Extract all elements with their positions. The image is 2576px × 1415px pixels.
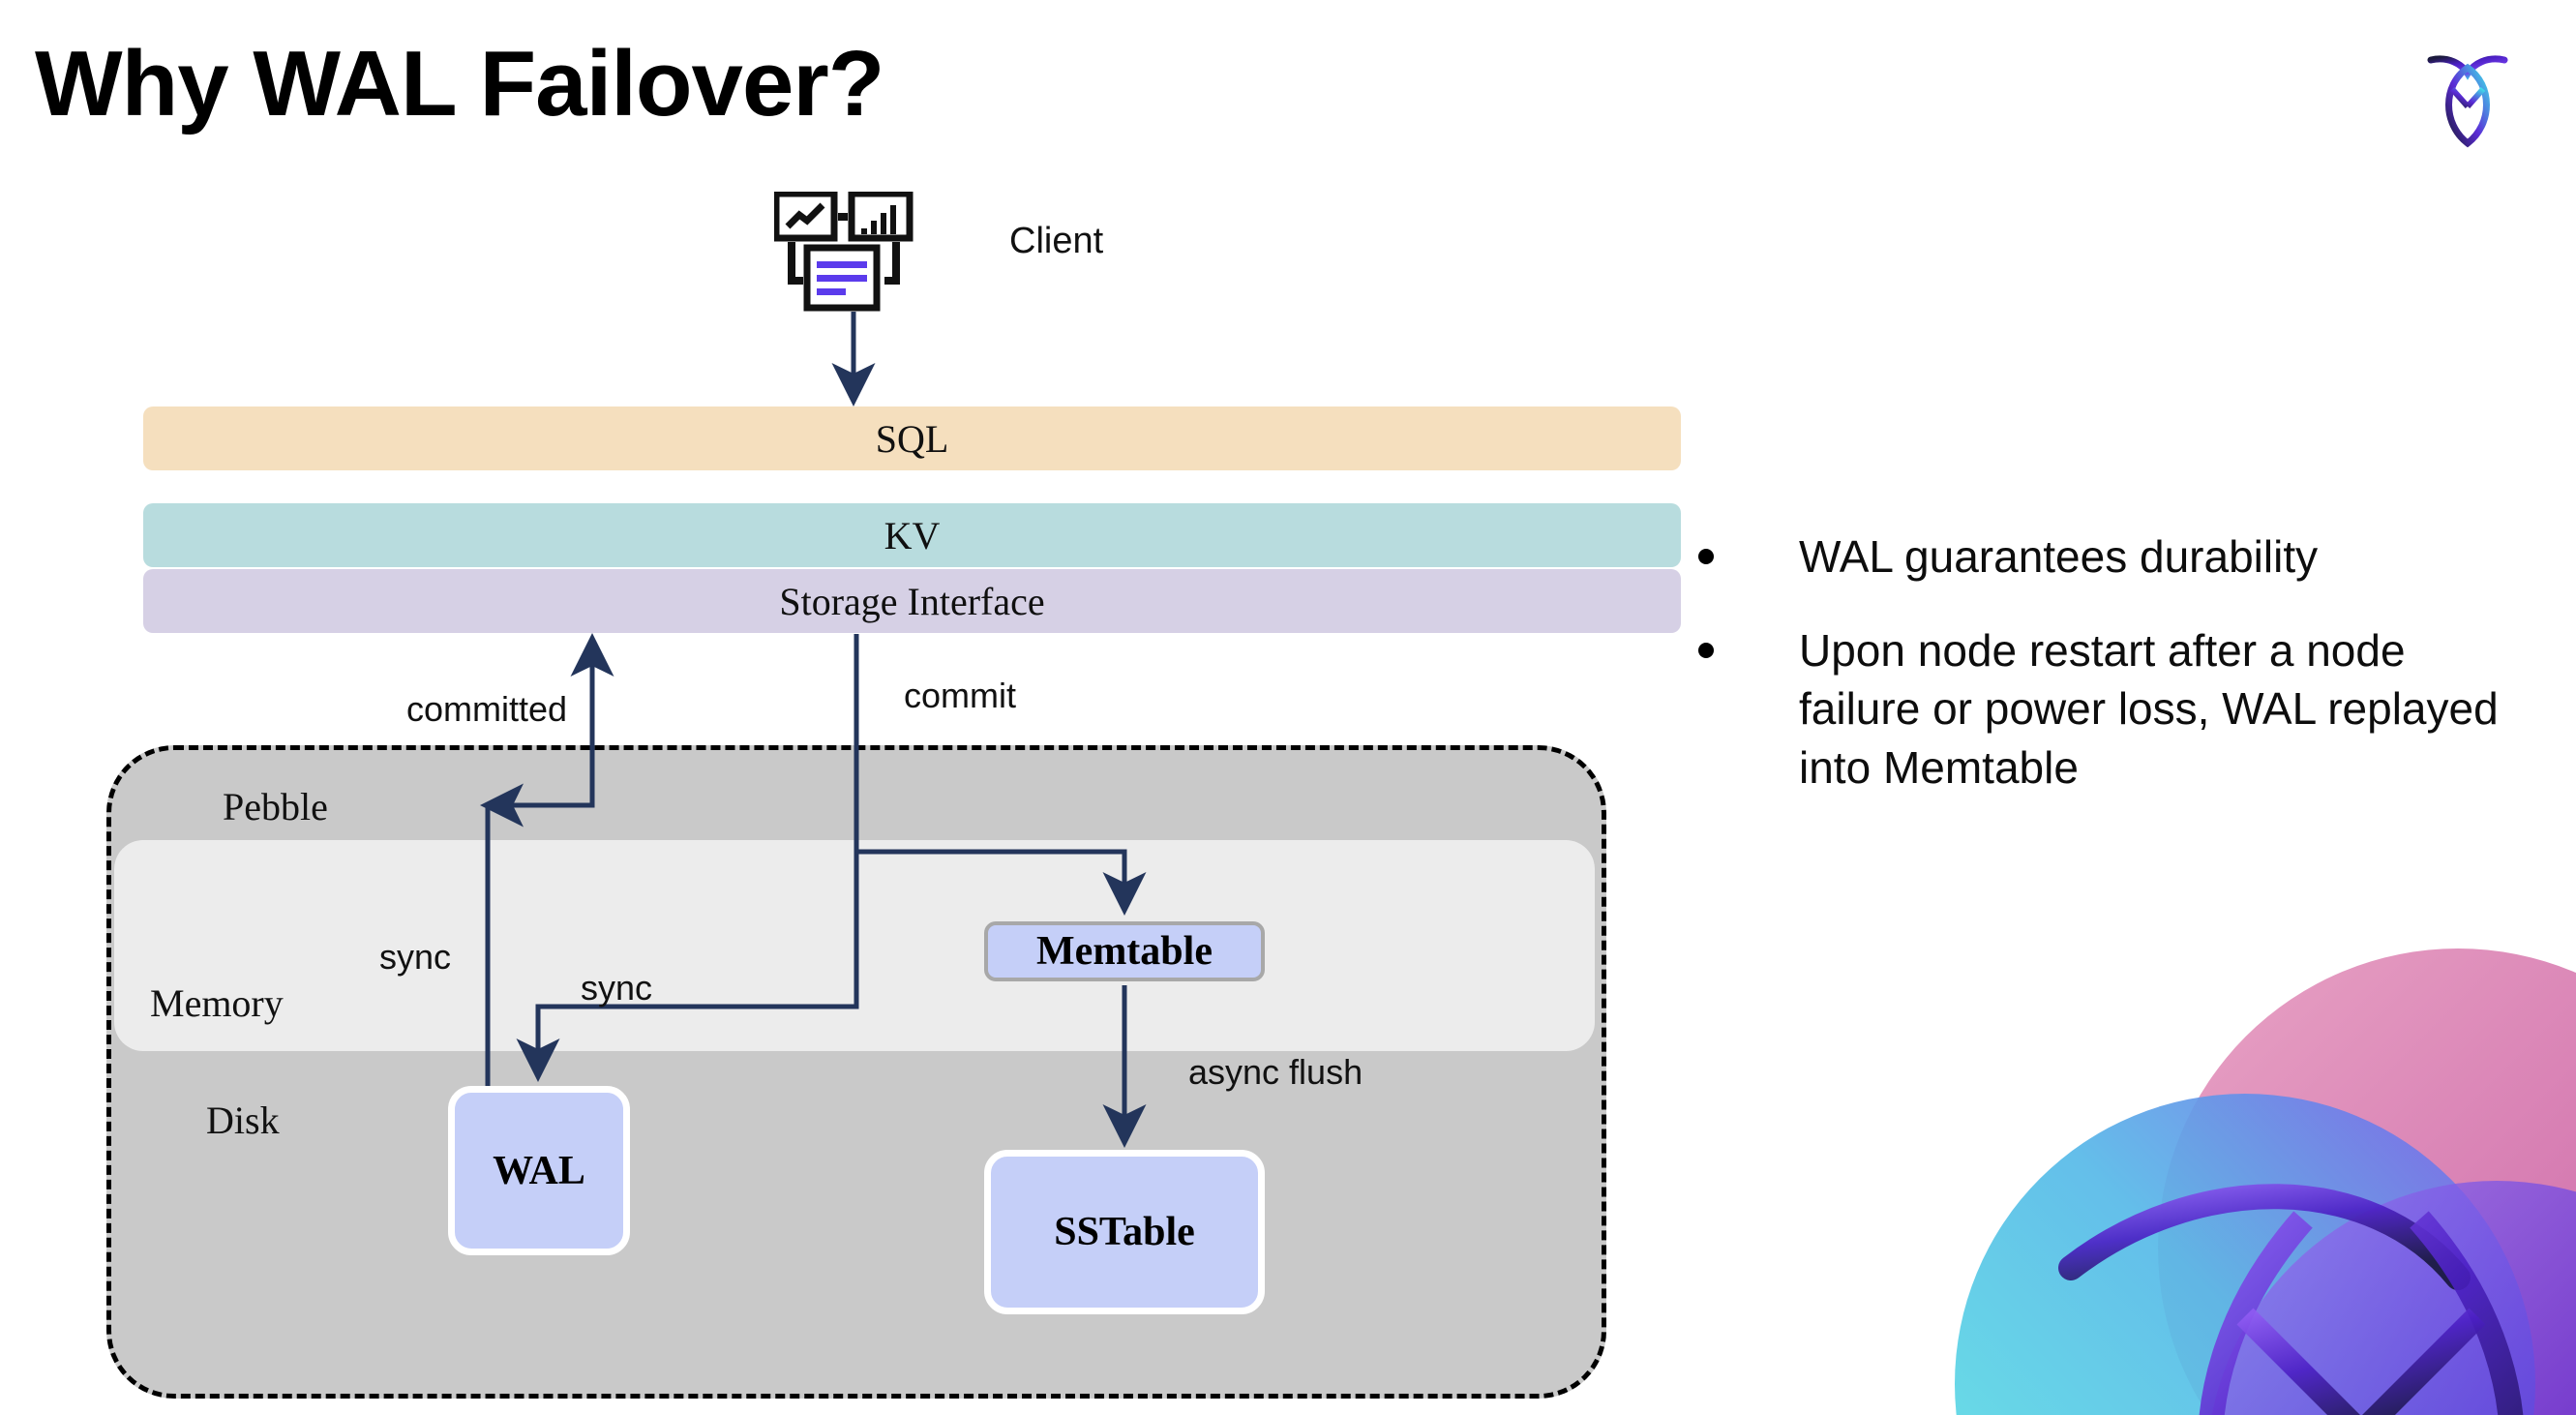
list-item: WAL guarantees durability — [1698, 527, 2531, 587]
layer-bar-sql: SQL — [143, 406, 1681, 470]
memory-label: Memory — [150, 981, 284, 1025]
node-wal: WAL — [448, 1086, 630, 1255]
bullet-list: WAL guarantees durability Upon node rest… — [1698, 527, 2531, 832]
client-monitor-icon — [774, 192, 914, 312]
node-sstable: SSTable — [984, 1150, 1265, 1314]
edge-label-sync-left: sync — [379, 937, 452, 977]
edge-label-sync-right: sync — [581, 968, 653, 1008]
node-label-sstable: SSTable — [1054, 1210, 1195, 1254]
layer-bar-storage-interface: Storage Interface — [143, 569, 1681, 633]
disk-label: Disk — [206, 1099, 280, 1142]
list-item: Upon node restart after a node failure o… — [1698, 621, 2531, 798]
decorative-logo-artwork — [1955, 948, 2576, 1415]
page-title: Why WAL Failover? — [35, 32, 884, 135]
bullet-text: Upon node restart after a node failure o… — [1799, 624, 2499, 794]
layer-label-sql: SQL — [875, 416, 949, 461]
edge-label-async-flush: async flush — [1188, 1052, 1363, 1092]
pebble-label: Pebble — [223, 785, 328, 828]
node-label-memtable: Memtable — [1036, 929, 1213, 974]
cockroachdb-logo — [2427, 55, 2508, 148]
bullet-dot-icon — [1698, 642, 1714, 658]
bullet-dot-icon — [1698, 549, 1714, 564]
layer-label-storage-interface: Storage Interface — [779, 579, 1045, 623]
layer-bar-kv: KV — [143, 503, 1681, 567]
client-label: Client — [1009, 221, 1104, 261]
edge-label-commit: commit — [904, 676, 1016, 715]
memory-zone — [114, 840, 1595, 1051]
bullet-text: WAL guarantees durability — [1799, 531, 2319, 582]
node-label-wal: WAL — [493, 1148, 585, 1193]
layer-label-kv: KV — [884, 513, 941, 557]
edge-label-committed: committed — [406, 689, 568, 729]
node-memtable: Memtable — [984, 921, 1265, 981]
